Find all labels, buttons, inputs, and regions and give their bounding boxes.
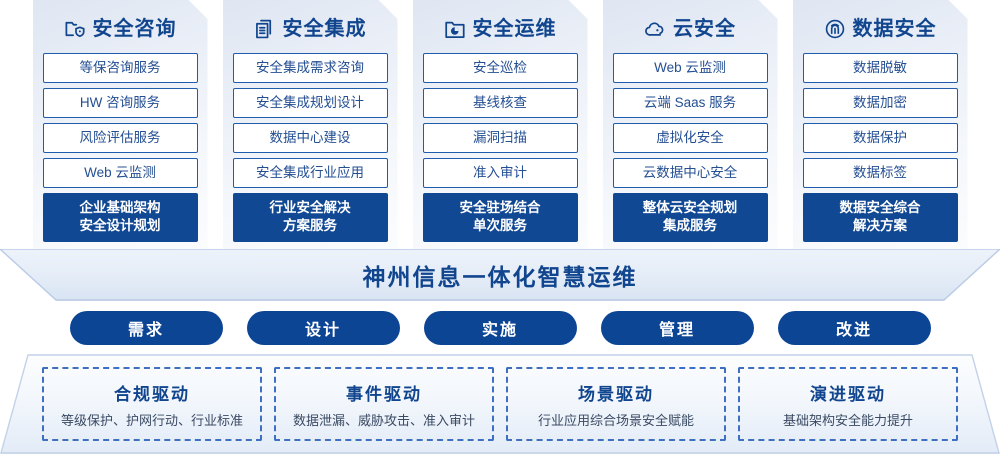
column-items: 安全巡检 基线核查 漏洞扫描 准入审计 xyxy=(423,53,578,188)
pill-requirements[interactable]: 需求 xyxy=(69,311,223,345)
column-item[interactable]: 数据脱敏 xyxy=(803,53,958,83)
drivers-background xyxy=(0,354,1000,454)
column-item[interactable]: 云数据中心安全 xyxy=(613,158,768,188)
pill-management[interactable]: 管理 xyxy=(600,311,754,345)
driver-description: 行业应用综合场景安全赋能 xyxy=(537,412,694,428)
column-item[interactable]: 云端 Saas 服务 xyxy=(613,88,768,118)
column-item[interactable]: 数据中心建设 xyxy=(233,123,388,153)
column-item[interactable]: 数据标签 xyxy=(803,158,958,188)
capability-column-cloud-security[interactable]: 云安全 Web 云监测 云端 Saas 服务 虚拟化安全 云数据中心安全 整体云… xyxy=(603,0,778,252)
driver-card-compliance[interactable]: 合规驱动 等级保护、护网行动、行业标准 xyxy=(42,367,262,441)
column-items: 安全集成需求咨询 安全集成规划设计 数据中心建设 安全集成行业应用 xyxy=(233,53,388,188)
stacked-documents-icon xyxy=(254,18,276,40)
driver-description: 等级保护、护网行动、行业标准 xyxy=(60,412,243,428)
column-title: 数据安全 xyxy=(852,17,937,40)
driver-title: 场景驱动 xyxy=(578,384,654,404)
drivers-outline xyxy=(0,354,1000,454)
driver-description: 数据泄漏、威胁攻击、准入审计 xyxy=(292,412,475,428)
capability-column-security-operations[interactable]: 安全运维 安全巡检 基线核查 漏洞扫描 准入审计 安全驻场结合 单次服务 xyxy=(413,0,588,252)
column-item[interactable]: 安全巡检 xyxy=(423,53,578,83)
column-item[interactable]: 风险评估服务 xyxy=(43,123,198,153)
pill-design[interactable]: 设计 xyxy=(246,311,400,345)
platform-banner-title: 神州信息一体化智慧运维 xyxy=(362,264,638,290)
column-items: 数据脱敏 数据加密 数据保护 数据标签 xyxy=(803,53,958,188)
column-header: 安全运维 xyxy=(423,8,578,49)
column-header: 安全咨询 xyxy=(43,8,198,49)
column-item[interactable]: 等保咨询服务 xyxy=(43,53,198,83)
column-highlight[interactable]: 整体云安全规划 集成服务 xyxy=(613,193,768,242)
column-item[interactable]: 数据保护 xyxy=(803,123,958,153)
column-item[interactable]: Web 云监测 xyxy=(43,158,198,188)
driver-title: 事件驱动 xyxy=(346,384,422,404)
folder-shield-icon xyxy=(64,18,86,40)
capability-columns: 安全咨询 等保咨询服务 HW 咨询服务 风险评估服务 Web 云监测 企业基础架… xyxy=(0,0,1000,252)
column-title: 安全集成 xyxy=(282,17,367,40)
column-item[interactable]: 安全集成规划设计 xyxy=(233,88,388,118)
lifecycle-pills: 需求 设计 实施 管理 改进 xyxy=(0,311,1000,345)
column-item[interactable]: 漏洞扫描 xyxy=(423,123,578,153)
capability-column-security-consulting[interactable]: 安全咨询 等保咨询服务 HW 咨询服务 风险评估服务 Web 云监测 企业基础架… xyxy=(33,0,208,252)
column-header: 安全集成 xyxy=(233,8,388,49)
folder-chart-icon xyxy=(444,18,466,40)
cloud-icon xyxy=(644,18,666,40)
driver-card-evolution[interactable]: 演进驱动 基础架构安全能力提升 xyxy=(738,367,958,441)
pill-improvement[interactable]: 改进 xyxy=(777,311,931,345)
column-title: 云安全 xyxy=(673,17,736,40)
column-highlight[interactable]: 数据安全综合 解决方案 xyxy=(803,193,958,242)
driver-description: 基础架构安全能力提升 xyxy=(782,412,913,428)
driver-title: 合规驱动 xyxy=(114,384,190,404)
column-item[interactable]: 安全集成行业应用 xyxy=(233,158,388,188)
column-highlight[interactable]: 企业基础架构 安全设计规划 xyxy=(43,193,198,242)
column-item[interactable]: 虚拟化安全 xyxy=(613,123,768,153)
driver-card-incident[interactable]: 事件驱动 数据泄漏、威胁攻击、准入审计 xyxy=(274,367,494,441)
column-item[interactable]: 准入审计 xyxy=(423,158,578,188)
pill-implementation[interactable]: 实施 xyxy=(423,311,577,345)
column-item[interactable]: Web 云监测 xyxy=(613,53,768,83)
capability-column-data-security[interactable]: 数据安全 数据脱敏 数据加密 数据保护 数据标签 数据安全综合 解决方案 xyxy=(793,0,968,252)
column-item[interactable]: 安全集成需求咨询 xyxy=(233,53,388,83)
driver-card-scenario[interactable]: 场景驱动 行业应用综合场景安全赋能 xyxy=(506,367,726,441)
fingerprint-icon xyxy=(824,18,846,40)
capability-column-security-integration[interactable]: 安全集成 安全集成需求咨询 安全集成规划设计 数据中心建设 安全集成行业应用 行… xyxy=(223,0,398,252)
column-highlight[interactable]: 行业安全解决 方案服务 xyxy=(233,193,388,242)
driver-title: 演进驱动 xyxy=(810,384,886,404)
driver-cards: 合规驱动 等级保护、护网行动、行业标准 事件驱动 数据泄漏、威胁攻击、准入审计 … xyxy=(0,354,1000,454)
column-header: 数据安全 xyxy=(803,8,958,49)
column-highlight[interactable]: 安全驻场结合 单次服务 xyxy=(423,193,578,242)
column-item[interactable]: 基线核查 xyxy=(423,88,578,118)
column-items: 等保咨询服务 HW 咨询服务 风险评估服务 Web 云监测 xyxy=(43,53,198,188)
column-item[interactable]: 数据加密 xyxy=(803,88,958,118)
column-title: 安全咨询 xyxy=(92,17,177,40)
column-items: Web 云监测 云端 Saas 服务 虚拟化安全 云数据中心安全 xyxy=(613,53,768,188)
column-item[interactable]: HW 咨询服务 xyxy=(43,88,198,118)
column-title: 安全运维 xyxy=(472,17,557,40)
column-header: 云安全 xyxy=(613,8,768,49)
